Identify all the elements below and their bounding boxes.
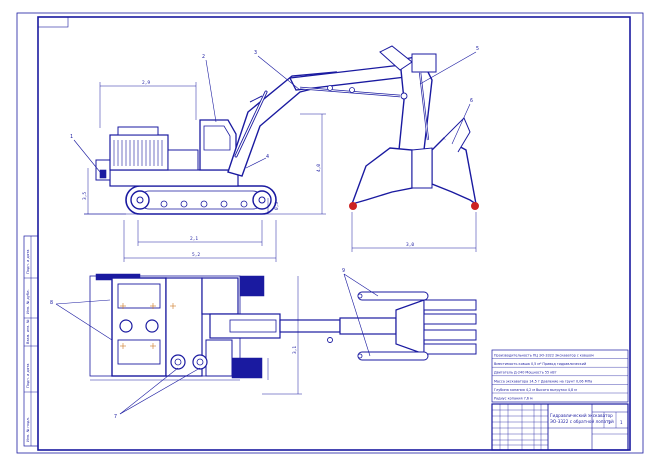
dim-body-width: 2,9 bbox=[142, 80, 150, 86]
note-3: Двигатель Д-240 Мощность 55 кВт bbox=[494, 371, 557, 375]
leader-lines bbox=[55, 51, 477, 415]
callout-1: 1 bbox=[70, 134, 73, 140]
bucket-plan bbox=[395, 299, 425, 355]
inner-frame bbox=[37, 16, 631, 451]
dim-cab-height: 3,5 bbox=[82, 192, 88, 200]
side-view bbox=[95, 45, 479, 215]
corner-stamp bbox=[37, 16, 69, 28]
title-line-2: ЭО-3322 с обратной лопатой bbox=[550, 419, 614, 424]
note-4: Масса экскаватора 14,5 т Давление на гру… bbox=[494, 379, 592, 383]
jaw-cylinder-top bbox=[357, 291, 429, 301]
jaw-cylinder-bottom bbox=[357, 351, 429, 361]
callout-2: 2 bbox=[202, 54, 205, 60]
jaw-cylinder bbox=[443, 117, 471, 153]
callout-3: 3 bbox=[254, 50, 257, 56]
plan-view bbox=[89, 273, 477, 379]
bucket-tooth-left bbox=[349, 202, 357, 210]
turntable-frame bbox=[109, 169, 239, 187]
swing-motor-right bbox=[145, 319, 159, 333]
dim-track-gauge: 2,1 bbox=[190, 236, 198, 242]
track-rollers bbox=[160, 200, 248, 208]
callout-8: 8 bbox=[50, 300, 53, 306]
stamp-label-4: Подп. и дата bbox=[26, 364, 30, 388]
outer-frame bbox=[16, 12, 644, 454]
binding-stamp: Подп. и дата Инв. № дубл. Взам. инв. № П… bbox=[23, 235, 39, 447]
stick-plan bbox=[279, 319, 341, 333]
cab-plan bbox=[201, 277, 239, 315]
title-line-1: Гидравлический экскаватор bbox=[550, 413, 613, 418]
sheet-number: 1 bbox=[608, 420, 611, 425]
plan-dimensions bbox=[90, 276, 302, 395]
cab-window bbox=[203, 125, 231, 151]
callout-9: 9 bbox=[342, 268, 345, 274]
dim-overall-length: 5,2 bbox=[192, 252, 200, 258]
dim-plan-width: 3,1 bbox=[292, 346, 298, 354]
plan-markers bbox=[120, 303, 176, 349]
side-dimensions bbox=[84, 82, 477, 262]
dim-overall-height: 4,0 bbox=[316, 164, 322, 172]
stamp-label-2: Инв. № дубл. bbox=[26, 289, 30, 314]
track-plan-bottom bbox=[231, 357, 263, 379]
note-5: Глубина копания 4,2 м Высота выгрузки 4,… bbox=[494, 388, 577, 392]
callout-5: 5 bbox=[476, 46, 479, 52]
swing-motor-left bbox=[119, 319, 133, 333]
bucket-left-jaw bbox=[350, 147, 413, 206]
note-6: Радиус копания 7,6 м bbox=[494, 397, 533, 401]
dim-bucket-span: 3,0 bbox=[406, 242, 414, 248]
stamp-label-1: Подп. и дата bbox=[26, 250, 30, 274]
arm-bracket bbox=[411, 53, 437, 73]
stick bbox=[289, 63, 415, 91]
title-block bbox=[491, 403, 629, 451]
note-2: Вместимость ковша 0,5 м³ Привод гидравли… bbox=[494, 362, 586, 366]
callout-4: 4 bbox=[266, 154, 269, 160]
note-1: Производительность ПЦ ЭО-3322 Экскаватор… bbox=[494, 354, 594, 358]
stamp-label-3: Взам. инв. № bbox=[26, 319, 30, 344]
callout-6: 6 bbox=[470, 98, 473, 104]
engine-grille bbox=[113, 140, 163, 166]
engine-housing bbox=[109, 134, 169, 171]
technical-notes: Производительность ПЦ ЭО-3322 Экскаватор… bbox=[491, 349, 629, 403]
callout-7: 7 bbox=[114, 414, 117, 420]
bucket-tooth-right bbox=[471, 202, 479, 210]
track-plan-top bbox=[239, 275, 265, 297]
dipper-plan bbox=[339, 317, 397, 335]
dim-ground-clearance: 0,5 bbox=[274, 202, 280, 210]
stamp-label-5: Инв. № подл. bbox=[26, 417, 30, 442]
sheet-count: 1 bbox=[620, 420, 623, 425]
